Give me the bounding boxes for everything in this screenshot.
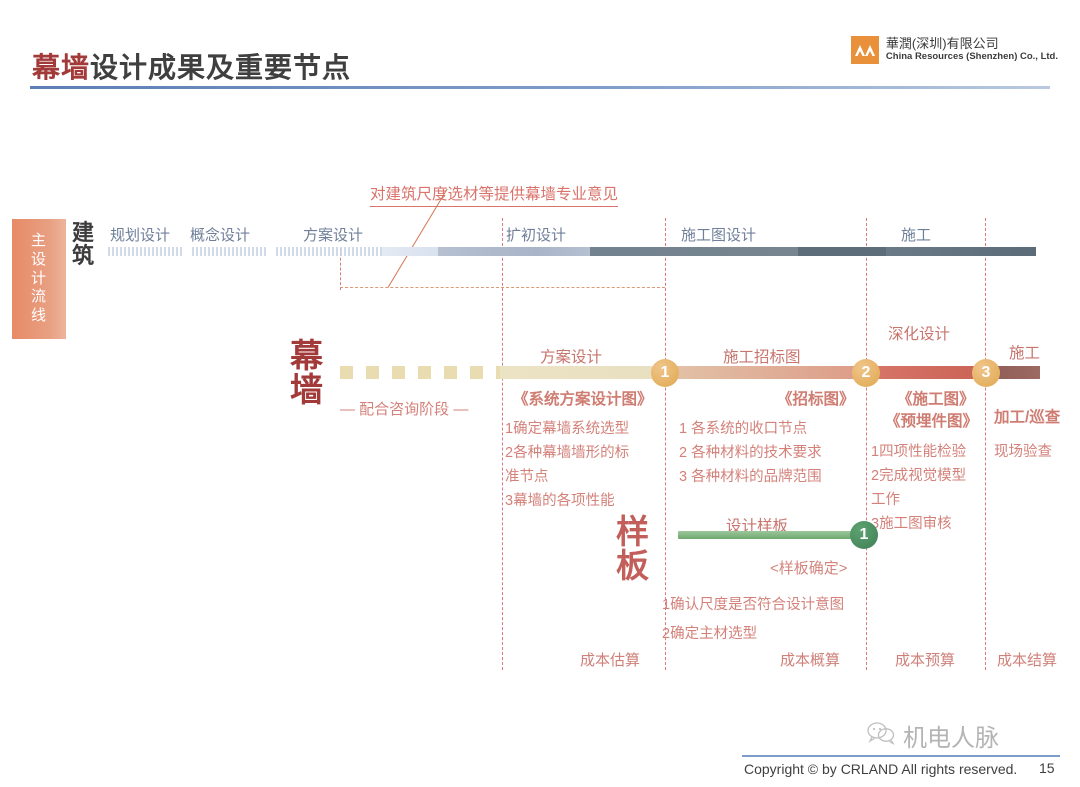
mockup-milestone-marker-1[interactable]: 1 <box>850 521 878 549</box>
arch-phase-label-5: 施工 <box>901 227 932 244</box>
footer-copyright: Copyright © by CRLAND All rights reserve… <box>744 761 1018 777</box>
cw-stage-1-item-2: 3 各种材料的品牌范围 <box>679 469 822 485</box>
cw-stage-0-item-3: 3幕墙的各项性能 <box>505 493 615 509</box>
cw-bar-seg-scheme <box>500 366 665 379</box>
architecture-phase-underline <box>340 287 665 288</box>
page-number: 15 <box>1039 760 1055 776</box>
cw-stage-1-item-0: 1 各系统的收口节点 <box>679 421 808 437</box>
wechat-icon <box>866 721 896 750</box>
milestone-marker-2[interactable]: 2 <box>852 359 880 387</box>
page-title: 幕墙设计成果及重要节点 <box>32 46 351 86</box>
watermark-text: 机电人脉 <box>903 725 999 752</box>
cw-bar-seg-consult <box>340 366 500 379</box>
footer-divider <box>742 755 1060 757</box>
architecture-timeline-bar <box>108 247 1036 256</box>
cw-stage-2-item-0: 1四项性能检验 <box>871 444 967 460</box>
divider-phase-3 <box>866 218 867 670</box>
sidebar-main-design-flow: 主 设 计 流 线 <box>12 219 66 339</box>
cw-stage-2-deliverable-0: 《施工图》 <box>897 391 975 408</box>
cw-stage-1-deliverable-0: 《招标图》 <box>777 391 855 408</box>
title-divider <box>30 86 1050 89</box>
divider-phase-1 <box>502 218 503 670</box>
arch-bar-seg-concept <box>192 247 266 256</box>
divider-phase-4 <box>985 218 986 670</box>
china-resources-logo-icon <box>850 36 879 64</box>
cw-stage-0-cost: 成本估算 <box>580 652 641 669</box>
mockup-item-0: 1确认尺度是否符合设计意图 <box>662 597 845 613</box>
cw-stage-0-deliverable-0: 《系统方案设计图》 <box>513 391 653 408</box>
cw-stage-1-cost: 成本概算 <box>780 652 841 669</box>
sidebar-char-1: 设 <box>30 250 47 268</box>
sidebar-char-0: 主 <box>30 232 47 249</box>
row-label-mockup: 样板 <box>616 513 649 585</box>
page-title-accent: 幕墙 <box>32 52 91 83</box>
curtain-wall-consult-note: — 配合咨询阶段 — <box>340 401 469 418</box>
cw-stage-0-phase: 方案设计 <box>540 349 603 366</box>
page-title-rest: 设计成果及重要节点 <box>90 52 352 83</box>
cw-stage-3-cost: 成本结算 <box>997 652 1058 669</box>
arch-bar-seg-constr <box>798 247 886 256</box>
arch-bar-seg-scheme <box>276 247 382 256</box>
arch-bar-seg-constr2 <box>886 247 1036 256</box>
arch-phase-label-4: 施工图设计 <box>681 227 757 244</box>
arch-bar-seg-planning <box>108 247 182 256</box>
arch-phase-label-2: 方案设计 <box>303 227 364 244</box>
arch-phase-label-3: 扩初设计 <box>506 227 567 244</box>
watermark: 机电人脉 <box>866 718 999 753</box>
logo-company-name-en: China Resources (Shenzhen) Co., Ltd. <box>885 51 1058 62</box>
cw-bar-seg-tender <box>665 366 865 379</box>
sidebar-char-4: 线 <box>30 307 47 325</box>
annotation-callout: 对建筑尺度选材等提供幕墙专业意见 <box>370 182 619 207</box>
mockup-deliverable: <样板确定> <box>770 560 848 577</box>
mockup-timeline-bar <box>678 531 860 539</box>
arch-phase-label-0: 规划设计 <box>110 227 171 244</box>
cw-stage-0-item-1: 2各种幕墙墙形的标 <box>505 445 630 461</box>
sidebar-char-2: 计 <box>30 269 47 287</box>
arch-bar-seg-scheme-solid <box>382 247 438 256</box>
cw-stage-3-phase: 施工 <box>1009 345 1041 362</box>
arch-bar-seg-expand <box>438 247 538 256</box>
cw-stage-0-item-0: 1确定幕墙系统选型 <box>505 421 630 437</box>
mockup-item-1: 2确定主材选型 <box>662 626 758 642</box>
milestone-marker-1[interactable]: 1 <box>651 359 679 387</box>
cw-stage-2-deliverable-1: 《预埋件图》 <box>885 413 979 430</box>
cw-stage-2-phase: 深化设计 <box>888 326 951 343</box>
company-logo: 華潤(深圳)有限公司 China Resources (Shenzhen) Co… <box>850 36 1058 64</box>
curtain-wall-timeline-bar <box>340 366 1040 379</box>
cw-stage-2-item-3: 3施工图审核 <box>871 516 952 532</box>
mockup-phase-label: 设计样板 <box>726 518 789 535</box>
cw-stage-1-phase: 施工招标图 <box>723 349 801 366</box>
cw-stage-1-item-1: 2 各种材料的技术要求 <box>679 445 822 461</box>
cw-stage-3-item-0: 现场验查 <box>994 444 1052 460</box>
arch-bar-seg-dwg <box>538 247 590 256</box>
arch-bar-seg-dwg2 <box>590 247 798 256</box>
cw-stage-2-item-2: 工作 <box>871 492 900 508</box>
cw-bar-seg-detail <box>865 366 985 379</box>
row-label-architecture: 建筑 <box>72 220 95 268</box>
cw-stage-2-cost: 成本预算 <box>895 652 956 669</box>
cw-stage-0-item-2: 准节点 <box>505 469 549 485</box>
bottom-cut-off-text <box>400 779 660 787</box>
sidebar-char-3: 流 <box>30 288 47 306</box>
cw-stage-3-deliverable-0: 加工/巡查 <box>994 409 1061 426</box>
divider-phase-0 <box>340 248 341 290</box>
arch-phase-label-1: 概念设计 <box>190 227 251 244</box>
milestone-marker-3[interactable]: 3 <box>972 359 1000 387</box>
row-label-curtain-wall: 幕墙 <box>290 337 323 409</box>
logo-company-name-cn: 華潤(深圳)有限公司 <box>885 36 999 52</box>
divider-phase-2 <box>665 218 666 670</box>
cw-stage-2-item-1: 2完成视觉模型 <box>871 468 967 484</box>
